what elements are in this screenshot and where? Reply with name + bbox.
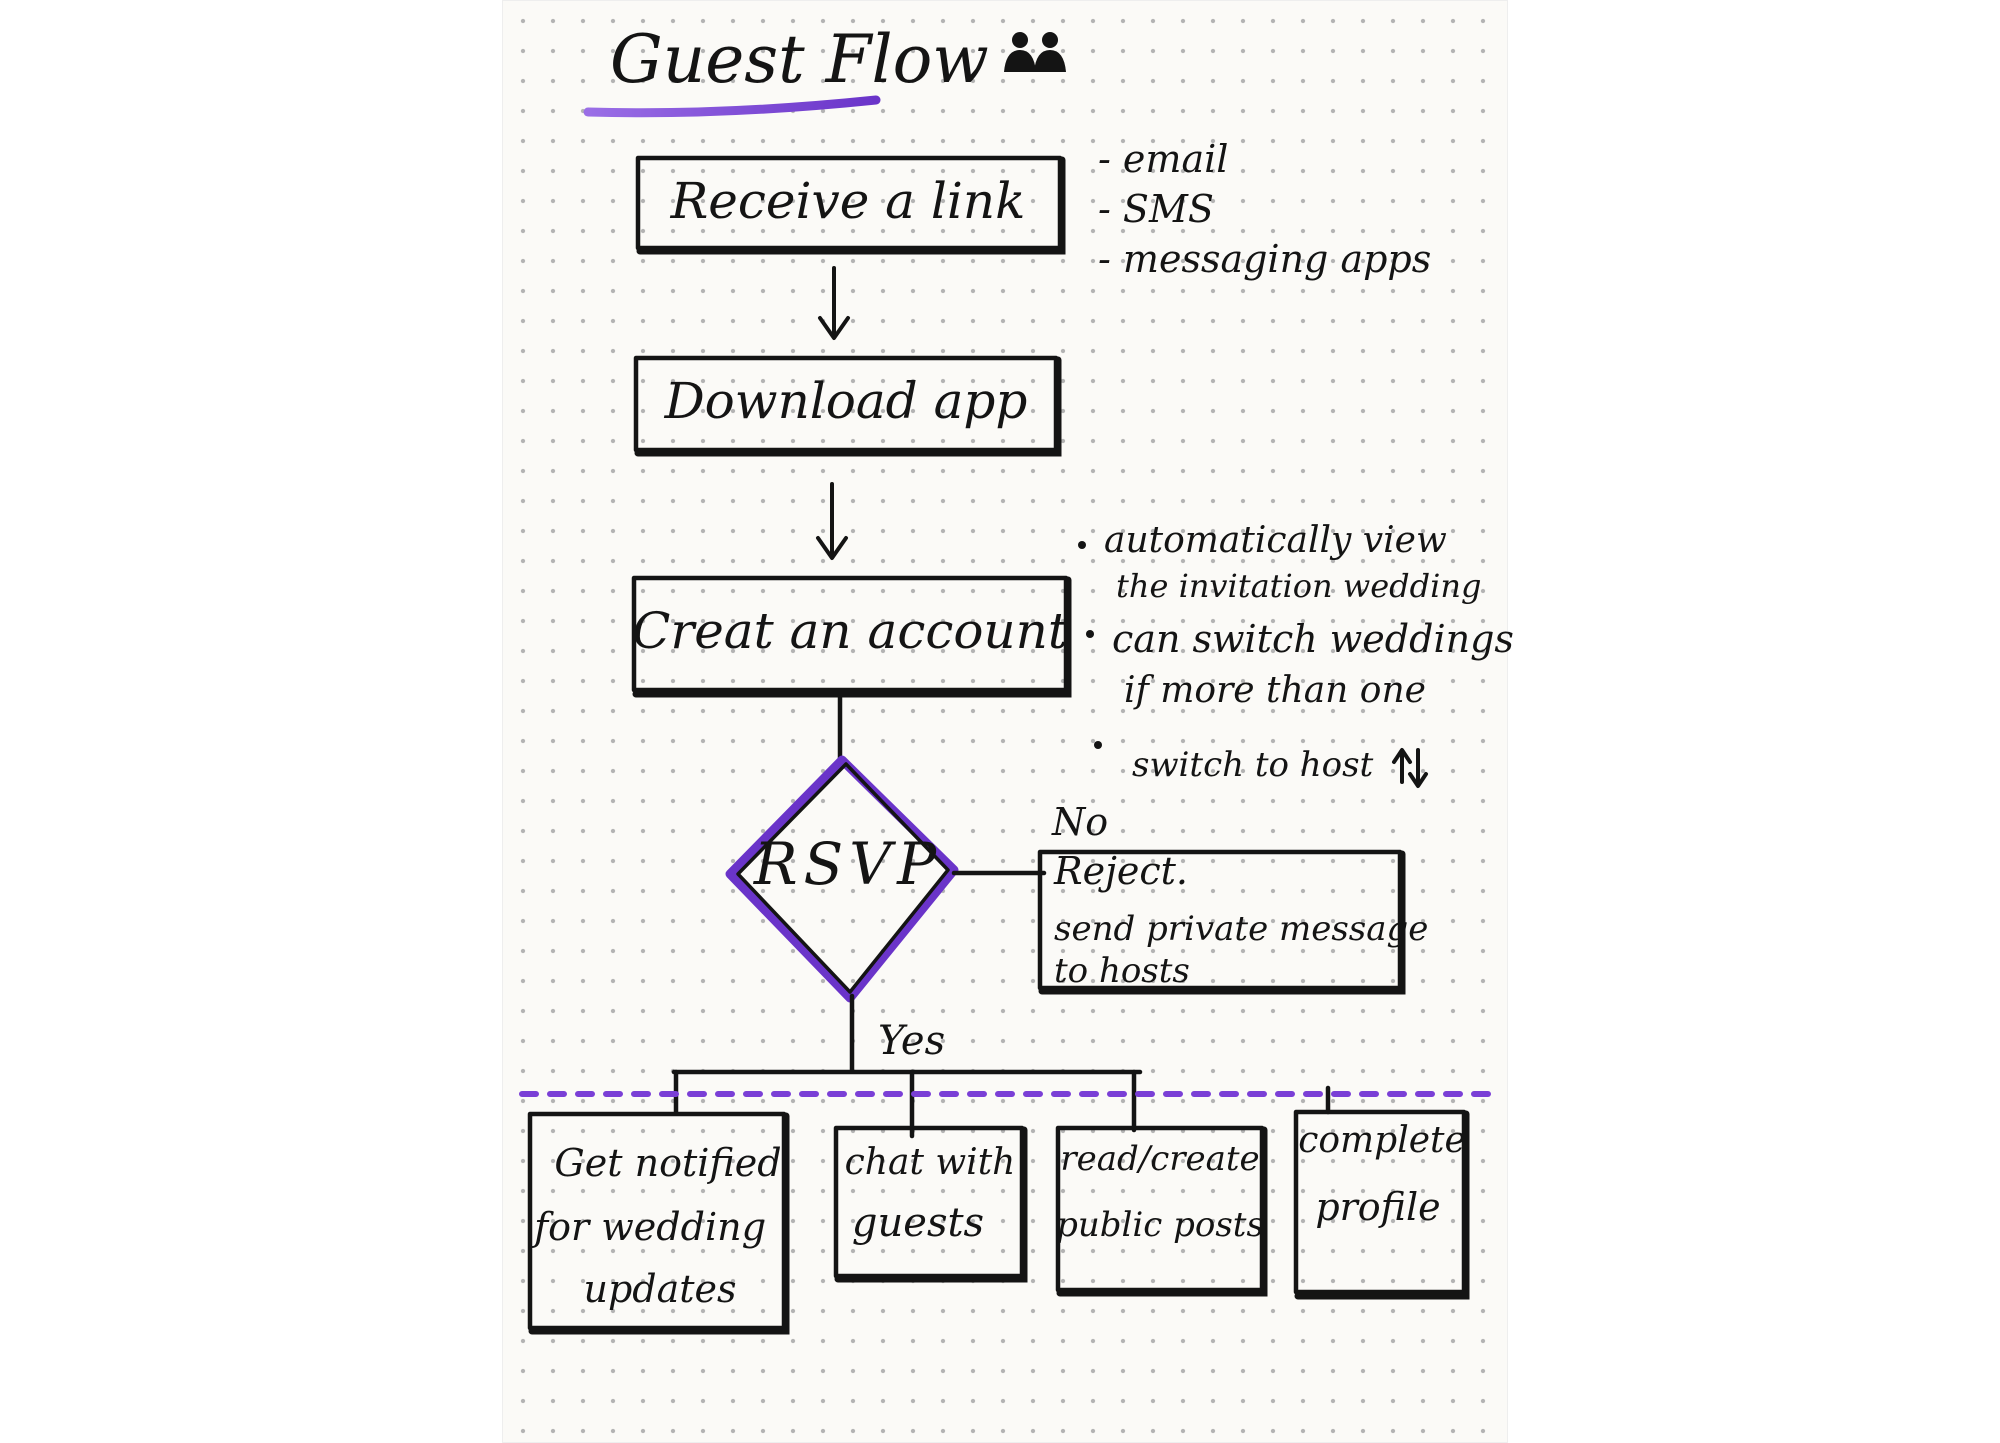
outcome-1-line-1: Get notified <box>554 1141 781 1185</box>
step-create-account: Creat an account <box>631 575 1072 698</box>
rsvp-label: RSVP <box>753 830 942 898</box>
switch-arrows-icon <box>1392 748 1428 788</box>
outcome-1-line-3: updates <box>583 1267 736 1311</box>
outcome-read-create-posts: read/create public posts <box>1055 1125 1268 1297</box>
channel-sms: - SMS <box>1098 187 1214 231</box>
outcome-1-line-2: for wedding <box>531 1205 766 1249</box>
link-channel-list: - email - SMS - messaging apps <box>1098 137 1431 281</box>
reject-box: Reject. send private message to hosts <box>1037 849 1428 995</box>
dotted-notebook-page <box>502 0 1508 1443</box>
step-download-label: Download app <box>664 372 1028 430</box>
step-account-label: Creat an account <box>632 602 1069 660</box>
title-underline <box>583 95 881 118</box>
two-people-icon <box>1004 32 1066 72</box>
note-switch-to-host: switch to host <box>1132 745 1374 785</box>
reject-line-3: to hosts <box>1054 951 1190 991</box>
step-download-app: Download app <box>633 355 1062 457</box>
page-title: Guest Flow <box>610 21 989 98</box>
reject-title: Reject. <box>1053 849 1188 893</box>
outcome-complete-profile: complete profile <box>1293 1109 1470 1300</box>
step-receive-link: Receive a link <box>635 155 1066 255</box>
outcome-3-line-1: read/create <box>1060 1139 1259 1179</box>
note-more-than-one: if more than one <box>1124 670 1426 711</box>
note-invitation-wedding: the invitation wedding <box>1116 567 1481 605</box>
branch-no-label: No <box>1051 800 1108 844</box>
step-receive-label: Receive a link <box>670 172 1026 230</box>
outcome-2-line-2: guests <box>852 1200 984 1246</box>
outcome-get-notified: Get notified for wedding updates <box>527 1111 790 1335</box>
rsvp-decision: RSVP <box>725 755 959 1003</box>
outcome-4-line-2: profile <box>1315 1185 1440 1229</box>
outcome-4-line-1: complete <box>1298 1120 1466 1161</box>
channel-email: - email <box>1098 137 1228 181</box>
branch-yes-label: Yes <box>878 1018 945 1064</box>
outcome-3-line-2: public posts <box>1056 1205 1264 1245</box>
note-auto-view: automatically view <box>1104 520 1447 561</box>
outcome-chat-with-guests: chat with guests <box>833 1125 1028 1283</box>
reject-line-2: send private message <box>1054 909 1428 949</box>
arrow-receive-to-download <box>818 266 850 340</box>
arrow-download-to-account <box>816 482 848 560</box>
outcome-2-line-1: chat with <box>845 1142 1016 1183</box>
account-notes: automatically view the invitation weddin… <box>1078 520 1514 788</box>
channel-messaging-apps: - messaging apps <box>1098 237 1431 281</box>
note-switch-weddings: can switch weddings <box>1112 617 1514 661</box>
